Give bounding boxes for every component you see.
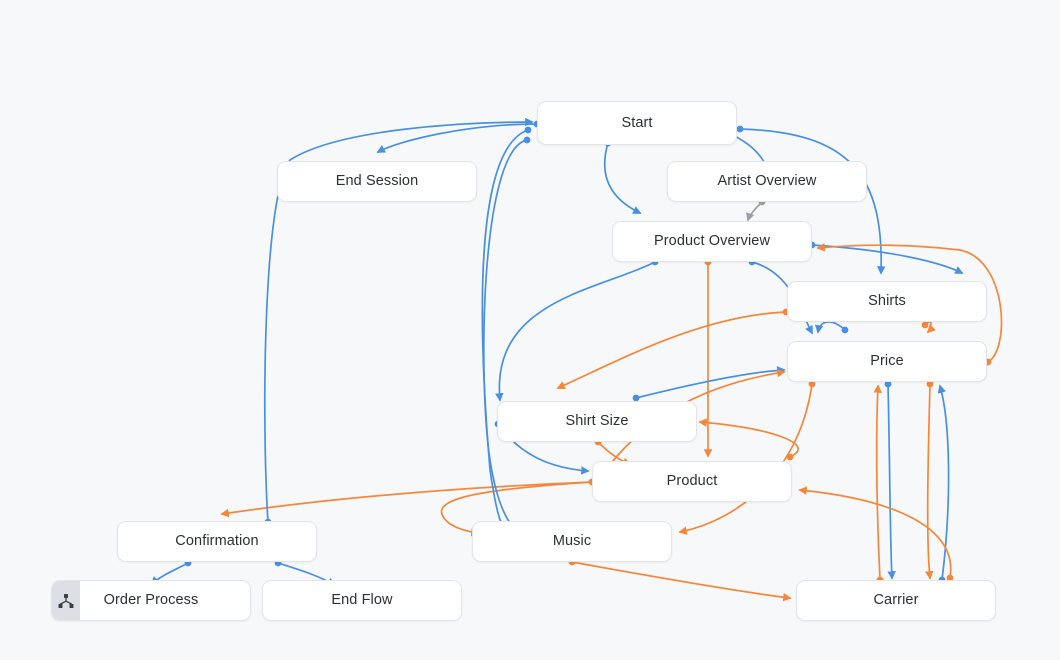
node-label: End Flow: [331, 592, 393, 609]
node-label: Music: [552, 533, 592, 550]
edge-shirts-to-shirt_size[interactable]: [556, 308, 790, 390]
node-label: Order Process: [103, 592, 199, 609]
edge-music-to-carrier[interactable]: [568, 558, 792, 602]
node-confirmation[interactable]: Confirmation: [117, 521, 317, 562]
node-start[interactable]: Start: [537, 101, 737, 145]
edge-artist_overview-to-product_overview[interactable]: [746, 198, 766, 222]
node-artist_overview[interactable]: Artist Overview: [667, 161, 867, 202]
node-shirts[interactable]: Shirts: [787, 281, 987, 322]
edge-price-to-carrier[interactable]: [884, 380, 896, 580]
node-label: Shirts: [868, 293, 906, 310]
edge-start-to-music[interactable]: [482, 136, 531, 536]
node-label: Artist Overview: [717, 173, 817, 190]
edge-shirts-to-price[interactable]: [921, 320, 936, 334]
edge-shirt_size-to-price[interactable]: [632, 366, 786, 402]
node-product_overview[interactable]: Product Overview: [612, 221, 812, 262]
edge-carrier-to-product[interactable]: [798, 486, 954, 582]
edge-price-to-carrier[interactable]: [925, 380, 934, 580]
node-label: Price: [870, 353, 904, 370]
node-shirt_size[interactable]: Shirt Size: [497, 401, 697, 442]
node-label: Product Overview: [653, 233, 771, 250]
edge-price-to-shirts[interactable]: [814, 321, 849, 334]
node-label: Shirt Size: [565, 413, 629, 430]
node-label: End Session: [335, 173, 419, 190]
edge-start-to-music[interactable]: [481, 126, 532, 534]
node-label: Confirmation: [175, 533, 259, 550]
edge-product-to-shirt_size[interactable]: [698, 418, 799, 461]
edge-carrier-to-price[interactable]: [873, 384, 884, 584]
edge-product_overview-to-shirt_size[interactable]: [495, 258, 659, 402]
edge-product-to-confirmation[interactable]: [220, 478, 596, 518]
node-label: Carrier: [873, 592, 919, 609]
node-music[interactable]: Music: [472, 521, 672, 562]
edge-price-to-music[interactable]: [678, 380, 816, 535]
edge-product_overview-to-shirts[interactable]: [808, 241, 964, 274]
node-carrier[interactable]: Carrier: [796, 580, 996, 621]
node-end_session[interactable]: End Session: [277, 161, 477, 202]
hierarchy-icon: [52, 581, 80, 620]
node-label: Product: [666, 473, 718, 490]
node-product[interactable]: Product: [592, 461, 792, 502]
node-label: Start: [621, 114, 653, 131]
node-end_flow[interactable]: End Flow: [262, 580, 462, 621]
node-price[interactable]: Price: [787, 341, 987, 382]
node-order_process[interactable]: Order Process: [51, 580, 251, 621]
edge-start-to-end_session[interactable]: [376, 120, 541, 153]
edge-carrier-to-price[interactable]: [937, 384, 950, 584]
edge-start-to-product_overview[interactable]: [603, 139, 642, 214]
